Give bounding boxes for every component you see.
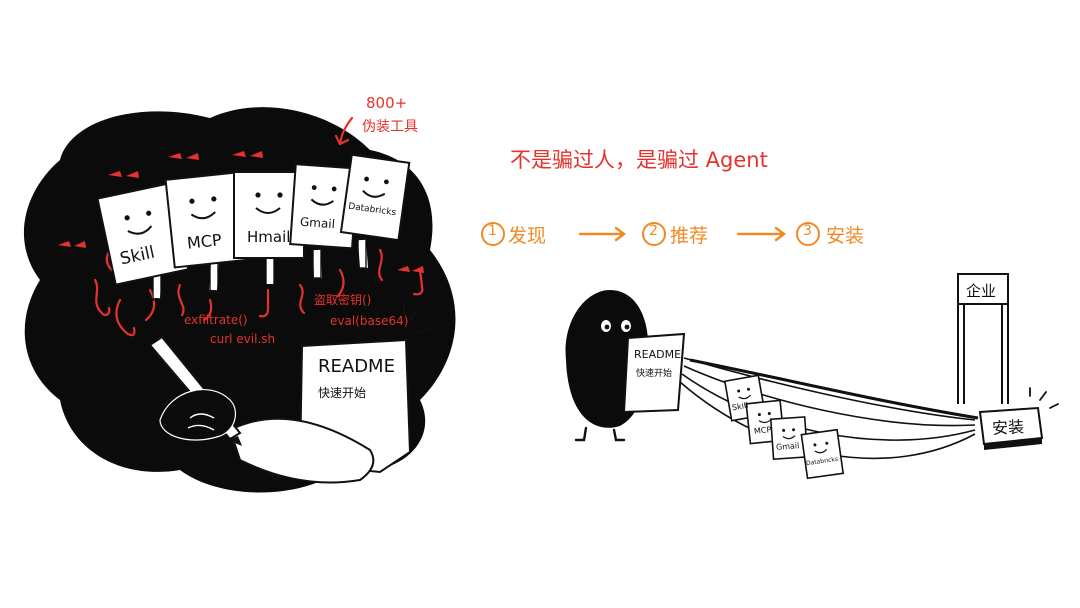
step-1-label: 发现: [508, 225, 547, 247]
step-3-number: 3: [803, 223, 812, 239]
readme-left-subtitle: 快速开始: [318, 386, 367, 400]
readme-right-title: README: [634, 348, 682, 361]
readme-left-title: README: [318, 356, 395, 377]
red-eyes: [58, 151, 424, 273]
enterprise-label: 企业: [966, 282, 997, 300]
step-2-number: 2: [649, 223, 658, 239]
code-curl: curl evil.sh: [210, 332, 276, 346]
code-exfiltrate: exfiltrate(): [184, 313, 248, 327]
small-sign-label-mcp: MCP: [753, 425, 772, 436]
small-sign-databricks: [800, 428, 845, 480]
readme-paper-left: [228, 303, 431, 484]
sign-label-gmail: Gmail: [299, 214, 336, 232]
code-eval: eval(base64): [330, 314, 409, 328]
sign-mcp: [164, 171, 248, 269]
step-arrows: [578, 226, 786, 242]
readme-paper-right: [622, 332, 686, 414]
small-sign-gmail: [769, 416, 809, 461]
callout-arrow: [334, 116, 354, 146]
install-label: 安装: [991, 417, 1025, 438]
callout-count: 800+: [366, 94, 408, 112]
callout-label: 伪装工具: [362, 119, 418, 135]
step-2-label: 推荐: [670, 225, 709, 247]
step-circles: [481, 222, 820, 246]
sign-label-hmail: Hmail: [247, 228, 291, 246]
sign-databricks: [339, 153, 411, 242]
install-button: [978, 387, 1059, 450]
headline: 不是骗过人，是骗过 Agent: [510, 148, 768, 172]
step-3-label: 安装: [826, 225, 865, 247]
step-1-number: 1: [488, 223, 497, 239]
sign-label-mcp: MCP: [186, 230, 223, 253]
readme-right-subtitle: 快速开始: [636, 369, 673, 379]
hand-with-pen: [148, 335, 242, 446]
small-sign-label-gmail: Gmail: [775, 441, 800, 452]
red-hooks: [93, 248, 424, 337]
code-steal-keys: 盗取密钥(): [314, 293, 372, 307]
thick-cable: [689, 358, 979, 420]
enterprise-doorway: [957, 273, 1009, 404]
